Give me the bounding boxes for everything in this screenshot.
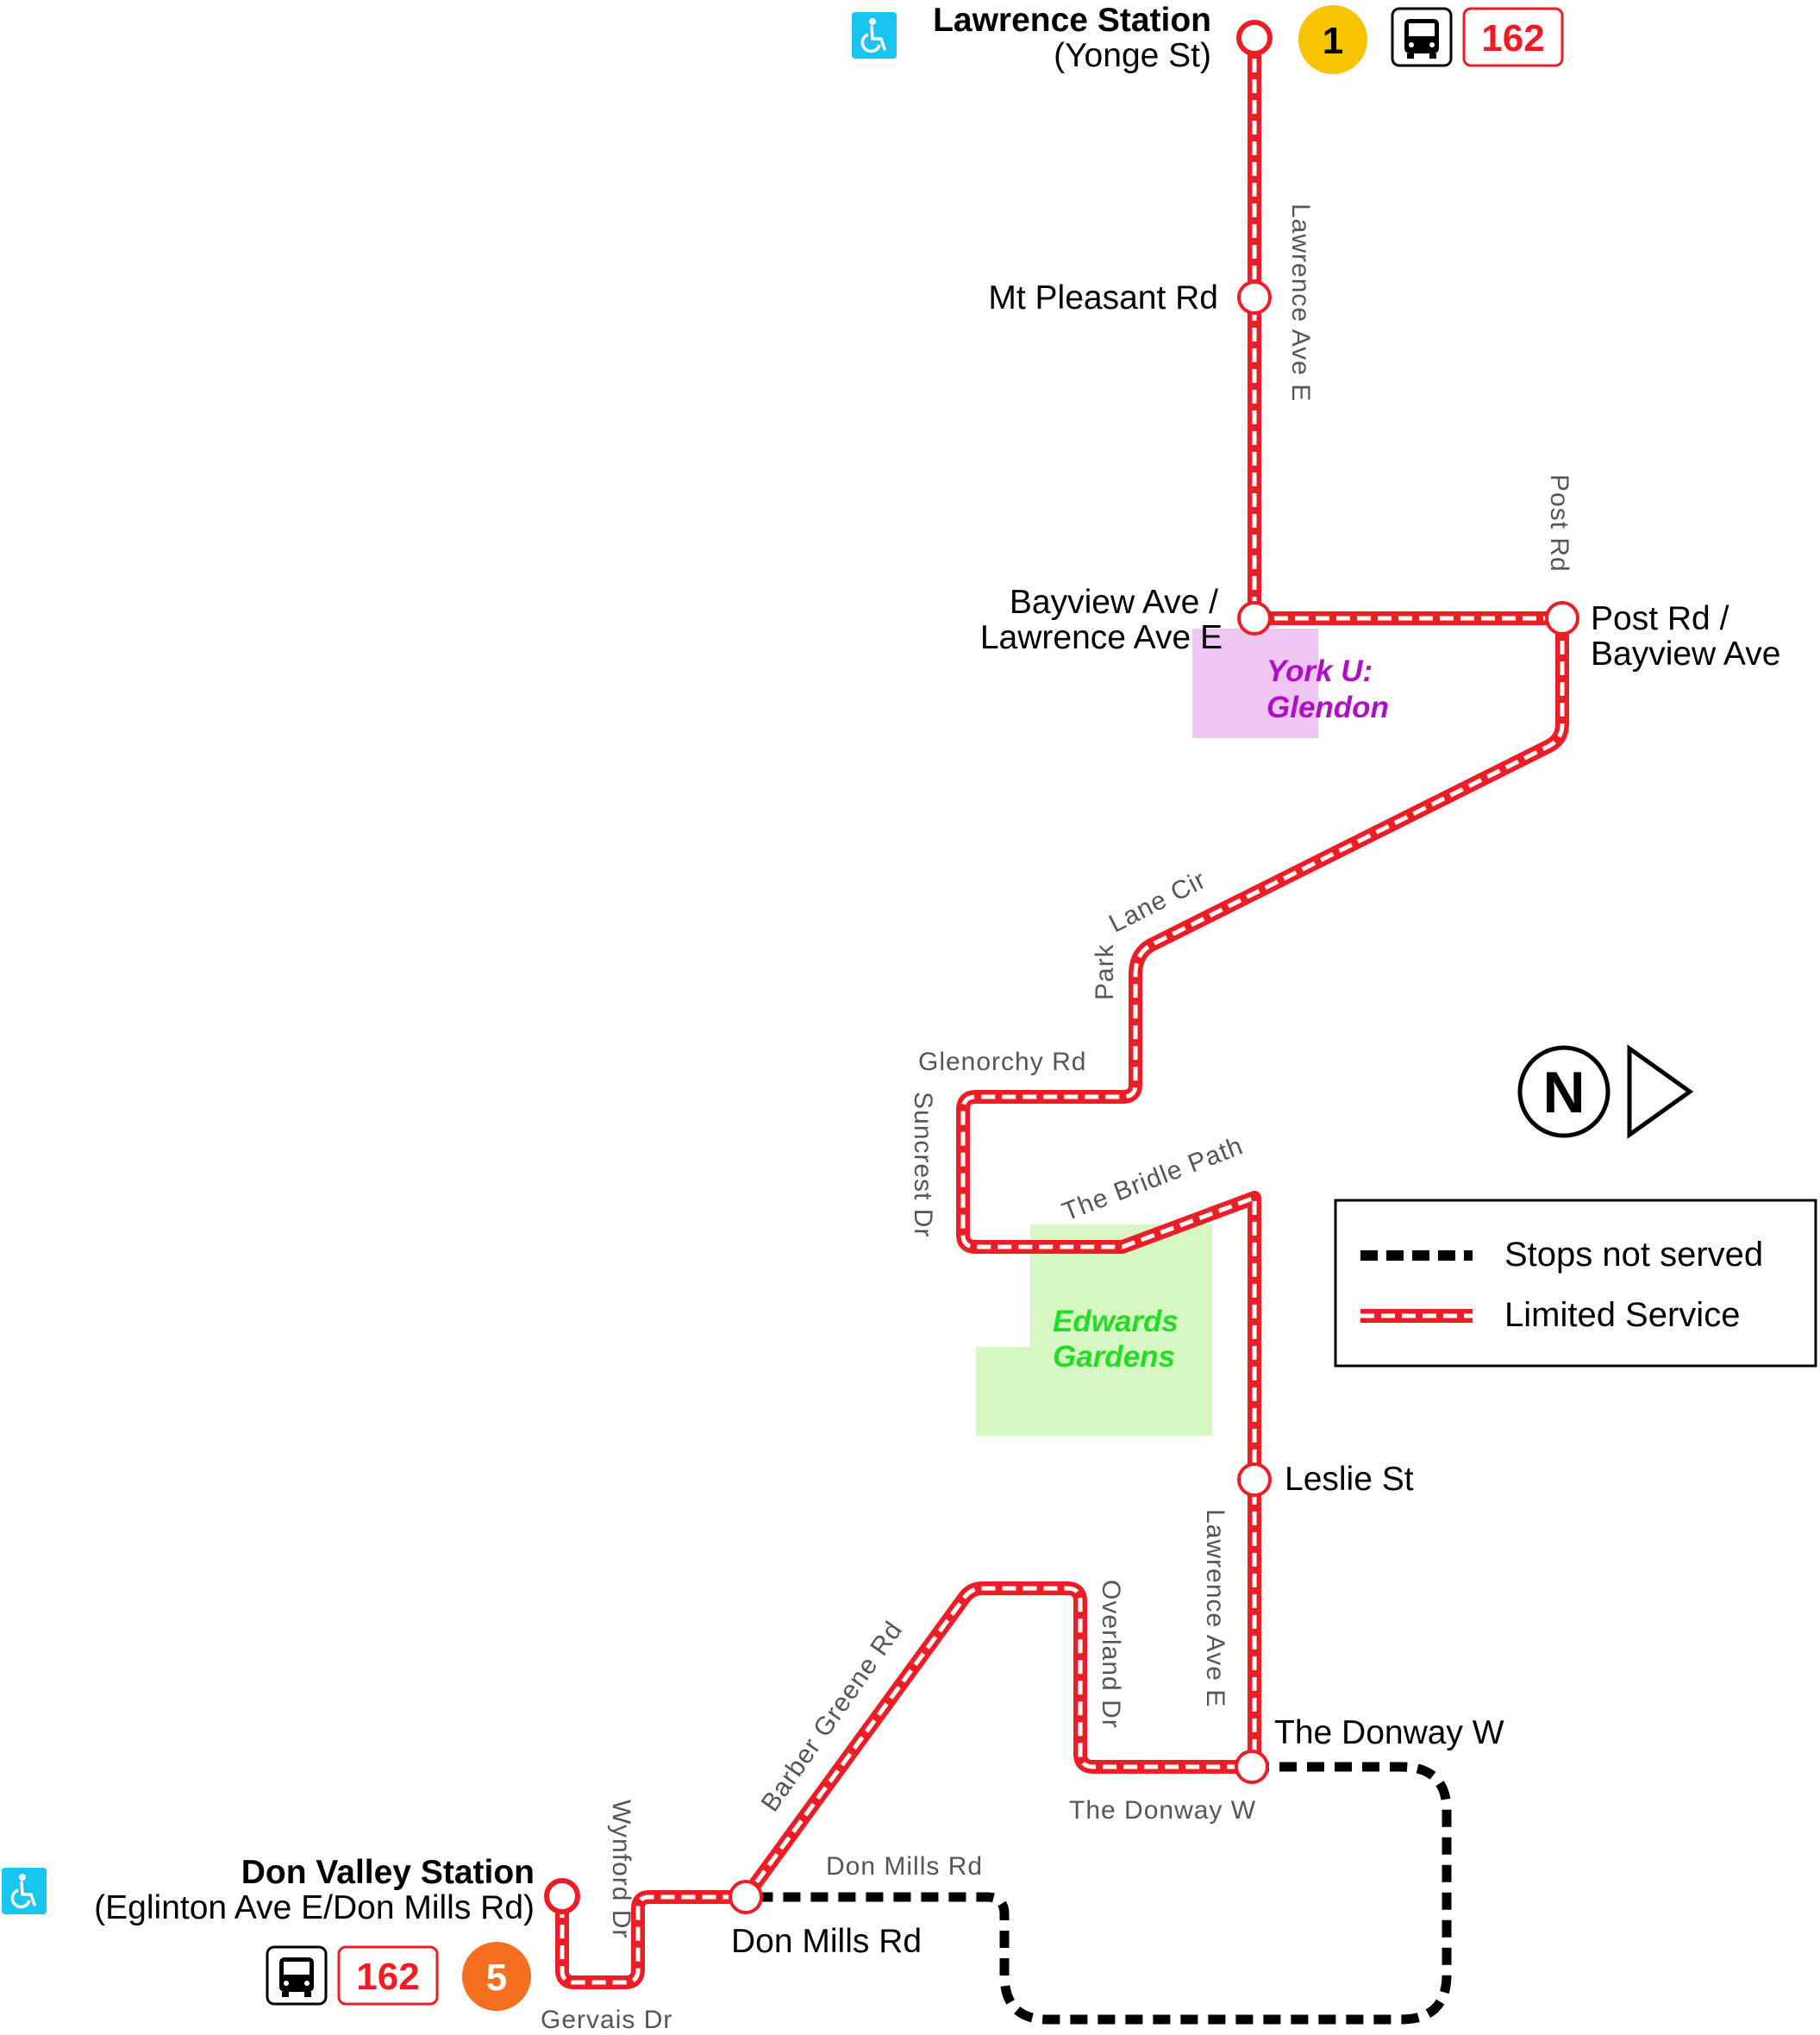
north-terminal-name: Lawrence Station [933, 2, 1211, 39]
route-number-north: 162 [1481, 17, 1544, 59]
stop-label-post-2: Bayview Ave [1591, 636, 1780, 673]
wheelchair-icon [2, 1868, 47, 1914]
line-5-badge [462, 1942, 531, 2011]
not-served-path [746, 1762, 1452, 2025]
route-162-badge-south [337, 1945, 439, 2006]
bus-icon [266, 1945, 328, 2006]
street-overland: Overland Dr [1097, 1580, 1125, 1729]
edwards-gardens-area [976, 1224, 1212, 1436]
stop-don-valley-station[interactable] [544, 1878, 580, 1914]
south-terminal-name: Don Valley Station [241, 1854, 535, 1891]
north-arrow-icon [1627, 1044, 1694, 1139]
stop-leslie[interactable] [1237, 1462, 1272, 1497]
south-terminal-sub: (Eglinton Ave E/Don Mills Rd) [94, 1889, 535, 1926]
stop-label-donway: The Donway W [1274, 1714, 1504, 1751]
street-lawrence-top: Lawrence Ave E [1286, 204, 1315, 402]
stop-don-mills[interactable] [729, 1880, 763, 1914]
compass: N [1517, 1044, 1694, 1139]
street-gervais: Gervais Dr [541, 2006, 672, 2034]
stop-post-rd[interactable] [1545, 601, 1579, 636]
stop-label-bayview-1: Bayview Ave / [1010, 584, 1218, 621]
stop-label-mt-pleasant: Mt Pleasant Rd [988, 279, 1218, 316]
street-post-rd: Post Rd [1545, 474, 1573, 573]
line-1-number: 1 [1323, 20, 1343, 62]
place-york-1: York U: [1266, 654, 1373, 688]
stop-donway[interactable] [1235, 1750, 1269, 1784]
route-162-badge-north [1462, 7, 1564, 67]
stop-label-bayview-2: Lawrence Ave E [980, 619, 1223, 656]
place-edwards-2: Gardens [1053, 1340, 1175, 1374]
bus-icon [1391, 7, 1453, 67]
compass-circle [1517, 1045, 1610, 1138]
street-park: Park [1091, 943, 1119, 1000]
place-edwards-1: Edwards [1053, 1305, 1179, 1338]
stop-mt-pleasant[interactable] [1237, 280, 1272, 315]
limited-service-route [555, 38, 1569, 1989]
stop-label-don-mills: Don Mills Rd [731, 1923, 922, 1960]
north-terminal-sub: (Yonge St) [1054, 37, 1211, 74]
street-wynford: Wynford Dr [607, 1800, 635, 1938]
stop-label-leslie: Leslie St [1285, 1461, 1414, 1498]
stop-label-post-1: Post Rd / [1591, 600, 1729, 637]
street-glenorchy: Glenorchy Rd [918, 1048, 1086, 1076]
street-donway: The Donway W [1069, 1796, 1256, 1825]
wheelchair-icon [852, 12, 897, 59]
line-5-number: 5 [486, 1957, 507, 1999]
legend-not-served-label: Stops not served [1504, 1236, 1763, 1274]
compass-letter: N [1542, 1060, 1585, 1125]
legend: Stops not served Limited Service [1334, 1199, 1817, 1368]
place-york-2: Glendon [1266, 691, 1389, 724]
stop-lawrence-station[interactable] [1236, 20, 1273, 56]
line-1-badge [1298, 5, 1367, 74]
route-number-south: 162 [356, 1956, 419, 1998]
stop-bayview[interactable] [1237, 601, 1272, 636]
street-suncrest: Suncrest Dr [909, 1092, 937, 1237]
legend-limited-label: Limited Service [1504, 1296, 1740, 1334]
street-lawrence-bottom: Lawrence Ave E [1201, 1509, 1229, 1707]
legend-box [1334, 1199, 1817, 1368]
street-don-mills: Don Mills Rd [826, 1852, 983, 1881]
york-glendon-area [1192, 629, 1318, 738]
